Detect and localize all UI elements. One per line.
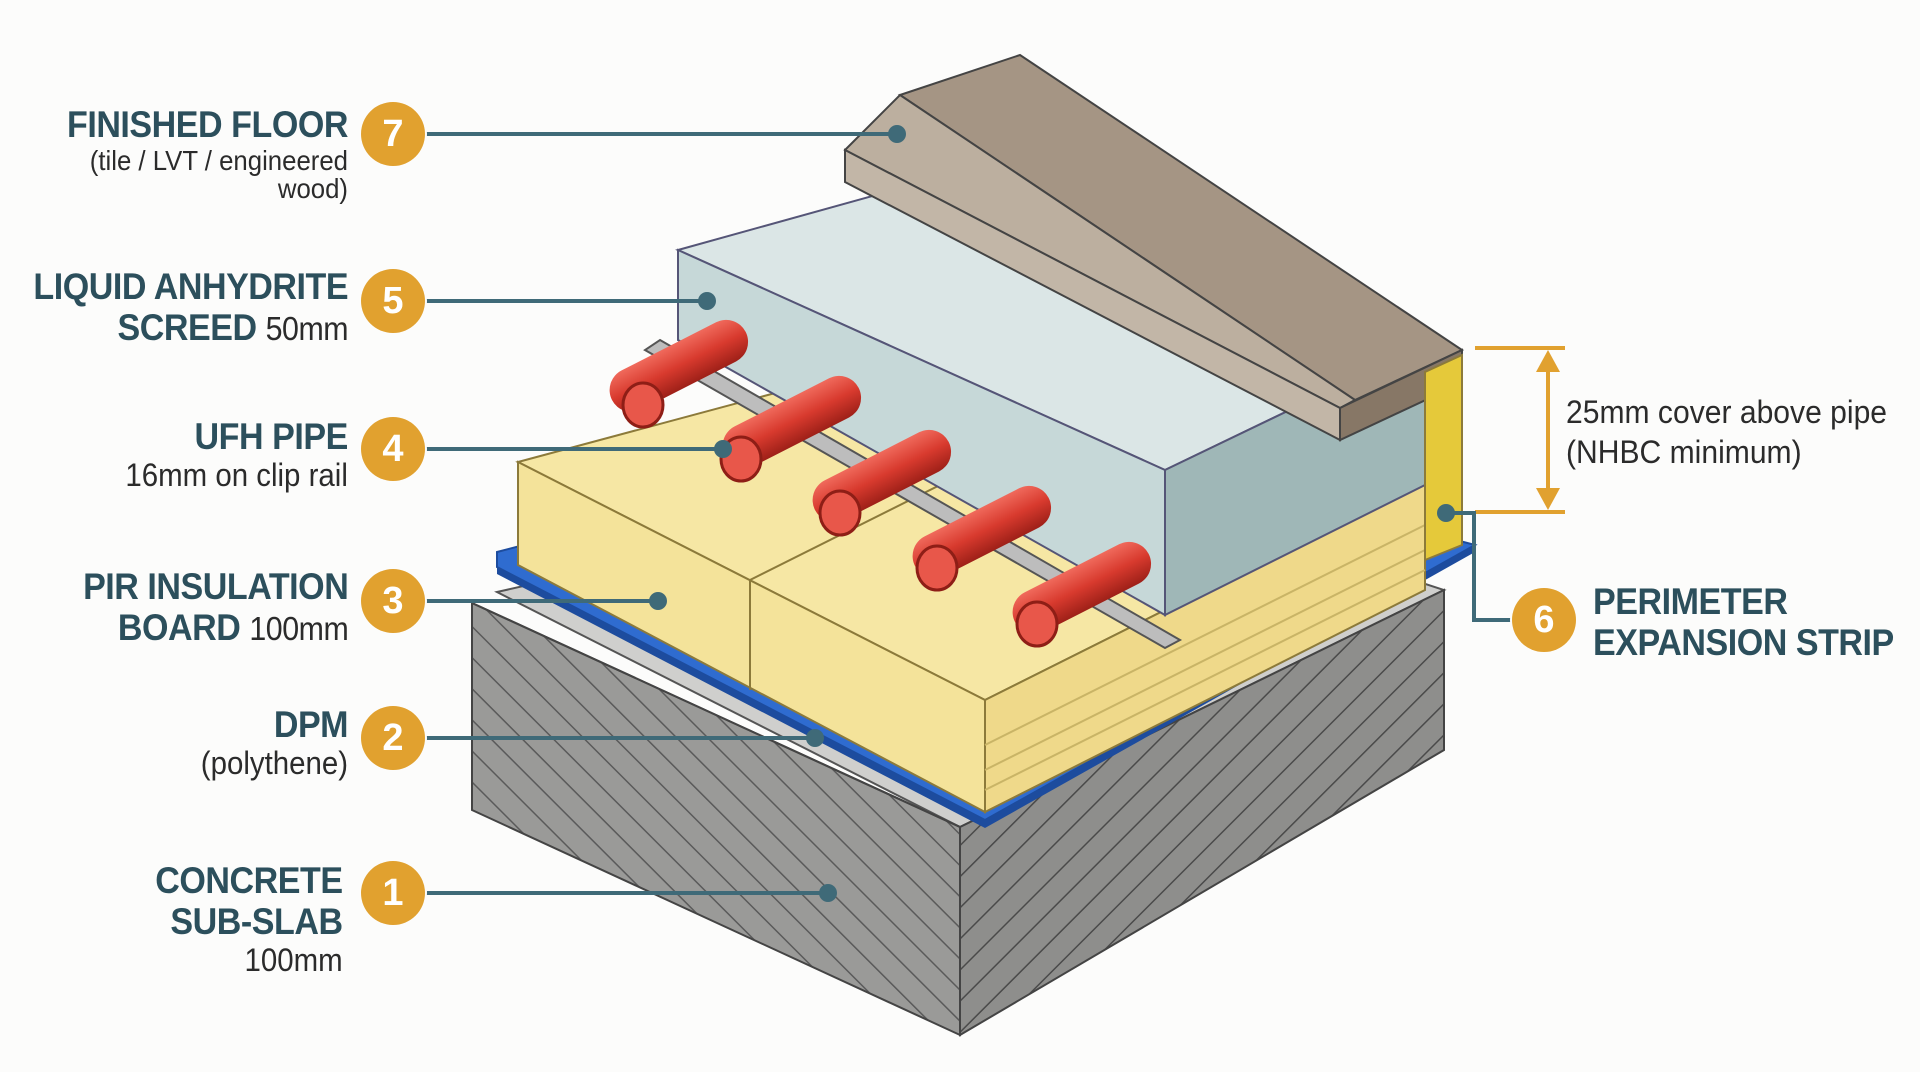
label-screed: LIQUID ANHYDRITE SCREED 50mm — [6, 268, 348, 346]
label-finished-floor: FINISHED FLOOR (tile / LVT / engineered … — [0, 106, 348, 203]
expansion-title-line2: EXPANSION STRIP — [1593, 622, 1894, 663]
cover-dimension-line2: (NHBC minimum) — [1566, 434, 1802, 470]
concrete-title-line2: SUB-SLAB — [170, 901, 344, 942]
ufh-pipe-sub: 16mm on clip rail — [125, 457, 348, 493]
screed-spec: 50mm — [265, 310, 348, 347]
ufh-pipe — [609, 319, 749, 429]
ufh-pipe — [1012, 541, 1152, 648]
label-dpm: DPM (polythene) — [188, 704, 349, 781]
leader-lines — [425, 132, 1512, 895]
screed-title-line1: LIQUID ANHYDRITE — [33, 266, 348, 307]
badge-4: 4 — [361, 417, 425, 481]
label-ufh-pipe: UFH PIPE 16mm on clip rail — [106, 418, 348, 491]
expansion-title-line1: PERIMETER — [1593, 581, 1788, 622]
cover-dimension-line — [1475, 346, 1565, 514]
label-pir-insulation: PIR INSULATION BOARD 100mm — [60, 566, 349, 648]
pir-title-line2: BOARD — [117, 607, 241, 648]
ufh-pipe — [812, 429, 952, 537]
badge-5: 5 — [361, 269, 425, 333]
ufh-pipe-title: UFH PIPE — [194, 416, 349, 457]
badge-3: 3 — [361, 569, 425, 633]
finished-floor — [843, 53, 1465, 442]
finished-floor-sub: (tile / LVT / engineered wood) — [89, 145, 348, 204]
badge-6: 6 — [1512, 588, 1576, 652]
leader-dots — [649, 125, 1455, 902]
pir-spec: 100mm — [249, 610, 348, 647]
pir-title-line1: PIR INSULATION — [82, 566, 349, 607]
dpm-sub: (polythene) — [200, 745, 348, 781]
cover-dimension-line1: 25mm cover above pipe — [1566, 394, 1888, 430]
badge-2: 2 — [361, 706, 425, 770]
concrete-title-line1: CONCRETE — [155, 860, 344, 901]
label-concrete: CONCRETE SUB-SLAB 100mm — [139, 860, 344, 978]
finished-floor-title: FINISHED FLOOR — [66, 104, 348, 145]
badge-1: 1 — [361, 861, 425, 925]
dpm-title: DPM — [273, 704, 349, 745]
perimeter-expansion-strip — [1424, 353, 1463, 562]
label-expansion-strip: PERIMETER EXPANSION STRIP — [1593, 583, 1920, 661]
ufh-pipes — [609, 319, 1152, 648]
badge-7: 7 — [361, 102, 425, 166]
screed-title-line2: SCREED — [117, 307, 257, 348]
cover-dimension-label: 25mm cover above pipe (NHBC minimum) — [1566, 392, 1887, 472]
ufh-pipe — [912, 485, 1052, 592]
concrete-sub: 100mm — [244, 942, 343, 978]
